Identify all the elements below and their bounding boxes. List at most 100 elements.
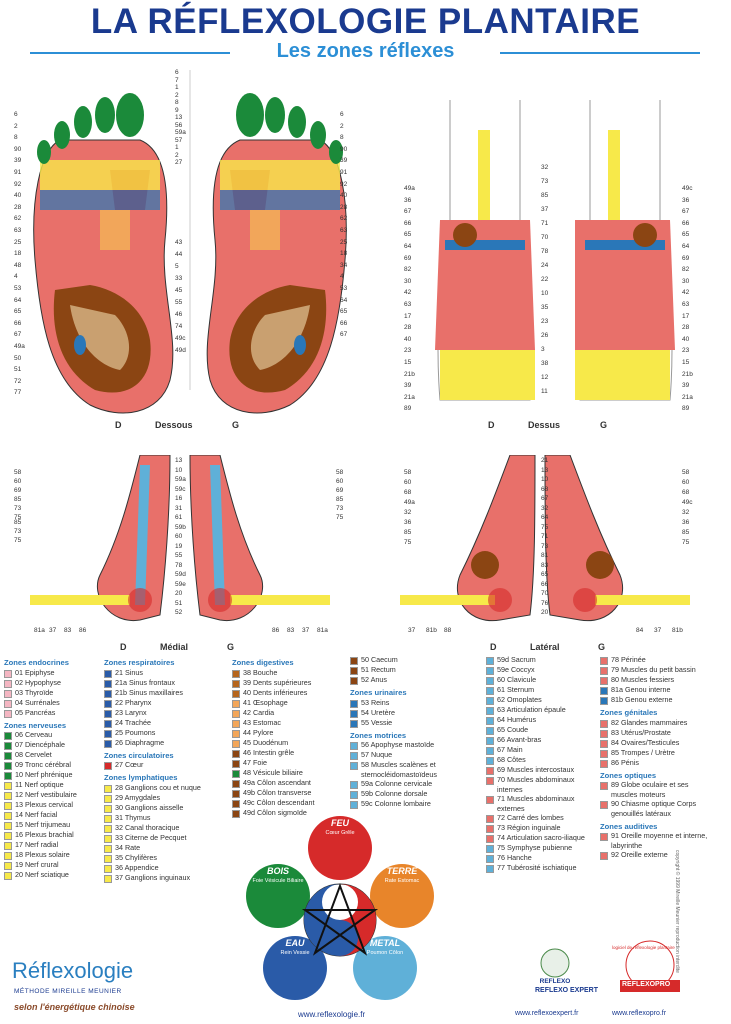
- lateral-zone-number: 20: [541, 609, 549, 616]
- legend-item: 59e Coccyx: [486, 665, 596, 675]
- legend-item-label: 61 Sternum: [497, 685, 535, 694]
- legend-item-label: 13 Plexus cervical: [15, 800, 73, 810]
- legend-item-label: 66 Avant-bras: [497, 735, 542, 744]
- sole-zone-number: 63: [14, 227, 22, 234]
- sole-zone-number: 6: [340, 111, 344, 118]
- lateral-zone-number: 83: [541, 561, 549, 569]
- legend-item-label: 49a Côlon ascendant: [243, 777, 311, 787]
- legend-swatch: [104, 834, 112, 843]
- legend-item-label: 22 Pharynx: [115, 697, 152, 707]
- reflexo-expert-url[interactable]: www.reflexoexpert.fr: [515, 1010, 579, 1017]
- top-zone-number: 10: [541, 290, 549, 297]
- legend-item-label: 36 Appendice: [115, 862, 159, 872]
- reflexo-pro-url[interactable]: www.reflexopro.fr: [612, 1010, 667, 1017]
- legend-item: 46 Intestin grêle: [232, 748, 344, 758]
- sole-zone-number: 66: [14, 319, 22, 327]
- lateral-zone-number: 68: [541, 485, 549, 493]
- lateral-zone-number: 60: [404, 479, 412, 486]
- top-zone-number: 70: [541, 234, 549, 241]
- top-zone-number: 85: [541, 192, 549, 199]
- legend-item: 34 Rate: [104, 843, 226, 853]
- sole-d-label: D: [115, 420, 122, 430]
- legend-item-label: 59b Colonne dorsale: [361, 789, 428, 799]
- legend-swatch: [350, 791, 358, 800]
- lateral-zone-number: 13: [541, 466, 549, 474]
- sole-zone-number: 65: [340, 308, 348, 316]
- top-zone-number: 21a: [682, 393, 693, 401]
- medial-zone-number: 60: [336, 478, 344, 485]
- legend-swatch: [104, 699, 112, 708]
- legend-item: 49a Côlon ascendant: [232, 778, 344, 788]
- sole-zone-number: 72: [14, 377, 22, 385]
- legend-section-title: Zones optiques: [600, 770, 657, 780]
- legend-item-label: 12 Nerf vestibulaire: [15, 790, 77, 800]
- legend-item-label: 44 Pylore: [243, 727, 274, 737]
- legend-item: 43 Estomac: [232, 718, 344, 728]
- legend-swatch: [4, 852, 12, 861]
- legend-item: 33 Citerne de Pecquet: [104, 833, 226, 843]
- legend-item: 67 Main: [486, 745, 596, 755]
- legend-swatch: [104, 864, 112, 873]
- legend-swatch: [4, 872, 12, 881]
- feu-label: FEU: [331, 818, 349, 828]
- medial-zone-number: 75: [336, 514, 344, 521]
- legend-section-title: Zones génitales: [600, 708, 658, 717]
- legend-item: 09 Tronc cérébral: [4, 760, 96, 771]
- legend-section-title: Zones endocrines: [4, 658, 69, 667]
- sole-zone-number: 40: [340, 192, 348, 200]
- legend-item: 40 Dents inférieures: [232, 688, 344, 698]
- legend-item: 65 Coude: [486, 725, 596, 735]
- legend-swatch: [350, 677, 358, 685]
- lateral-zone-number: 81: [541, 552, 549, 559]
- medial-zone-number: 52: [175, 609, 183, 616]
- legend-swatch: [600, 667, 608, 675]
- eau-label: EAU: [285, 938, 305, 948]
- sole-zone-number: 65: [14, 308, 22, 316]
- top-zone-number: 22: [541, 276, 549, 283]
- eau-sub: Rein Vessie: [280, 950, 310, 956]
- element-feu: [308, 816, 372, 880]
- lateral-zone-number: 68: [682, 489, 690, 496]
- medial-view-diagram: [30, 455, 330, 621]
- website-url[interactable]: www.reflexologie.fr: [298, 1010, 366, 1019]
- medial-zone-number: 37: [302, 627, 310, 634]
- legend-swatch: [350, 801, 358, 810]
- lateral-zone-number: 58: [404, 469, 412, 476]
- legend-swatch: [104, 824, 112, 833]
- top-zone-number: 40: [404, 335, 412, 343]
- legend-swatch: [600, 833, 608, 842]
- legend-section-title: Zones urinaires: [350, 688, 407, 697]
- legend-item-label: 57 Nuque: [361, 750, 393, 760]
- sole-zone-number: 6: [14, 111, 18, 118]
- top-zone-number: 28: [404, 324, 412, 332]
- legend-swatch: [104, 689, 112, 698]
- legend-swatch: [486, 777, 494, 785]
- lateral-zone-number: 36: [682, 519, 690, 526]
- legend-swatch: [104, 844, 112, 853]
- legend-swatch: [232, 729, 240, 738]
- top-zone-number: 17: [682, 312, 690, 320]
- legend-item-label: 46 Intestin grêle: [243, 747, 295, 757]
- legend-swatch: [350, 719, 358, 728]
- legend-item-label: 29 Amygdales: [115, 792, 161, 802]
- legend-item-label: 92 Oreille externe: [611, 850, 668, 860]
- reflexo-pro-seal: logiciel de réflexologie plantaire: [612, 945, 675, 950]
- top-zone-number: 66: [682, 219, 690, 227]
- legend-item-label: 60 Clavicule: [497, 675, 537, 684]
- legend-swatch: [4, 772, 12, 781]
- legend-swatch: [600, 739, 608, 748]
- top-zone-number: 15: [404, 359, 412, 366]
- legend-item: 70 Muscles abdominaux internes: [486, 775, 596, 794]
- legend-swatch: [486, 687, 494, 695]
- lateral-zone-number: 85: [682, 529, 690, 536]
- legend-item-label: 09 Tronc cérébral: [15, 760, 71, 770]
- legend-swatch: [4, 832, 12, 841]
- legend-swatch: [232, 699, 240, 708]
- legend-item-label: 65 Coude: [497, 725, 529, 734]
- legend-item-label: 34 Rate: [115, 842, 141, 852]
- legend-swatch: [4, 822, 12, 831]
- legend-item: 02 Hypophyse: [4, 678, 96, 688]
- top-zone-number: 38: [541, 360, 549, 367]
